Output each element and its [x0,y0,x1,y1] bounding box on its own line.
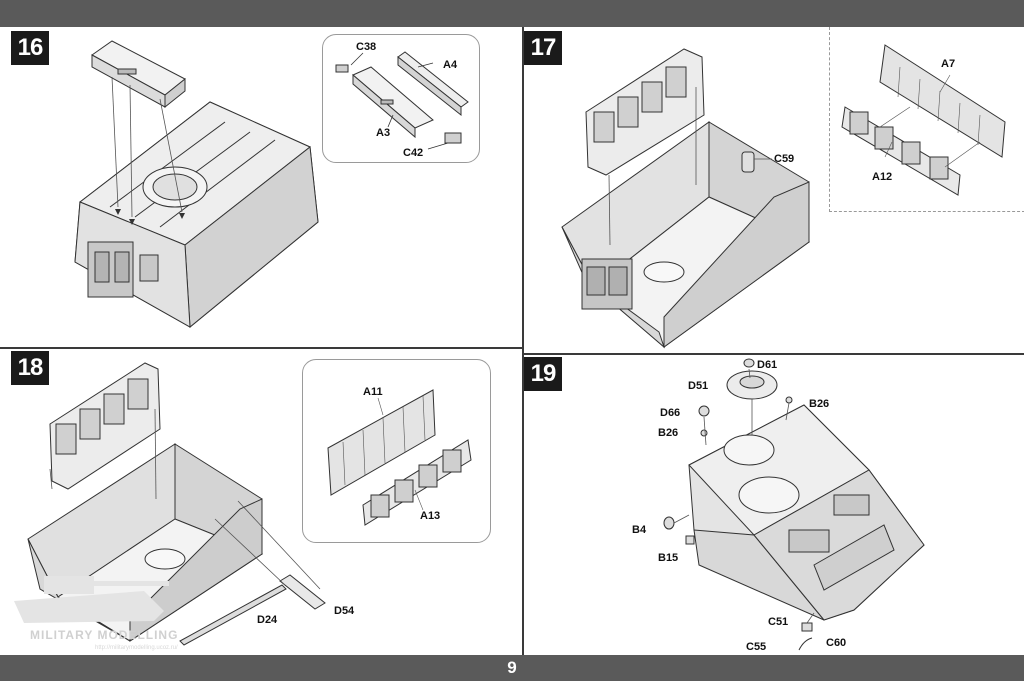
step-16-panel: C38 A4 A3 C42 [0,27,522,347]
step-19-panel: D61 D51 B26 D66 B26 B4 B15 C51 C55 C60 [524,355,1024,655]
part-label-a3: A3 [376,127,391,139]
step-16-inset-illustration [335,51,469,150]
part-label-d61: D61 [757,359,778,371]
step-number-17: 17 [524,31,562,65]
step-17-inset: A7 A12 [829,27,1024,212]
part-label-d54: D54 [334,605,355,617]
step-18-inset: A11 A13 [302,359,491,543]
step-18-inset-illustration [327,389,472,526]
part-label-b4: B4 [632,524,647,536]
watermark-tank-icon [14,576,169,623]
part-label-b15: B15 [658,552,679,564]
part-label-a13: A13 [420,510,441,522]
bottom-bar: 9 [0,655,1024,681]
page-number: 9 [507,658,517,677]
part-label-d51: D51 [688,380,709,392]
watermark-subtitle: http://militarymodelling.ucoz.ru/ [95,645,178,651]
part-label-b26-left: B26 [658,427,679,439]
part-label-c38: C38 [356,41,377,53]
top-bar [0,0,1024,27]
part-label-a7: A7 [941,58,956,70]
part-label-d66: D66 [660,407,681,419]
part-label-c59: C59 [774,153,795,165]
step-17-inset-illustration [841,44,1006,196]
part-label-b26-top: B26 [809,398,830,410]
step-18-panel: D24 D54 A11 A13 [0,349,522,655]
watermark-title: MILITARY MODELLING [30,628,179,642]
part-label-a12: A12 [872,171,893,183]
part-label-a4: A4 [443,59,458,71]
part-label-c42: C42 [403,147,424,159]
step-19-cab-illustration [663,358,925,651]
horizontal-divider-right [524,353,1024,355]
step-16-inset: C38 A4 A3 C42 [322,34,480,163]
step-17-hull-illustration [561,48,810,349]
vertical-divider [522,27,524,655]
step-16-hull-illustration [74,40,319,329]
step-number-19: 19 [524,357,562,391]
step-17-panel: C59 A7 A12 [524,27,1024,353]
horizontal-divider-left [0,347,522,349]
step-number-18: 18 [11,351,49,385]
part-label-c51: C51 [768,616,789,628]
part-label-d24: D24 [257,614,278,626]
part-label-c55: C55 [746,641,767,653]
step-number-16: 16 [11,31,49,65]
part-label-a11: A11 [363,386,383,398]
part-label-c60: C60 [826,637,847,649]
